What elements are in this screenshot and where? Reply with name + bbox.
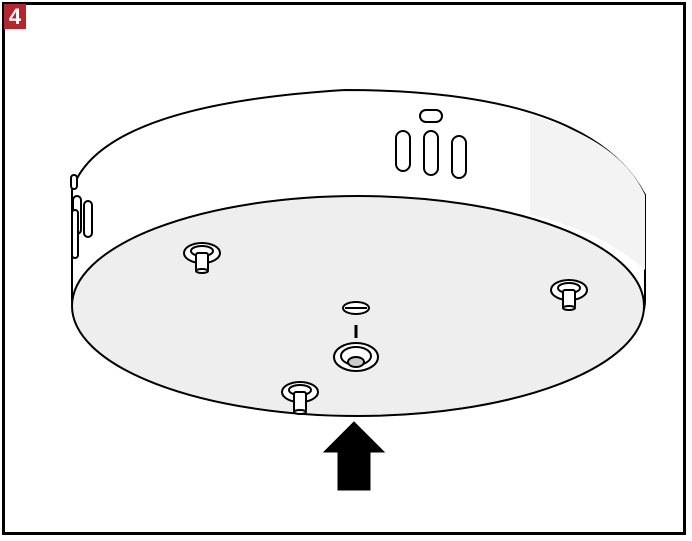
- center-slot: [342, 301, 370, 315]
- ventilation-slots-left: [70, 174, 93, 259]
- ventilation-slots-right: [395, 109, 467, 179]
- cable-grommet: [333, 342, 379, 372]
- diagram-frame: [2, 2, 686, 535]
- step-badge-background: [4, 4, 26, 29]
- mounting-post-front: [281, 381, 319, 415]
- arrow-up-icon: [322, 421, 386, 491]
- step-number-badge: 4: [8, 4, 22, 29]
- mounting-post-right: [550, 279, 588, 311]
- canopy-side-shade: [530, 115, 645, 270]
- mounting-post-left: [183, 242, 221, 274]
